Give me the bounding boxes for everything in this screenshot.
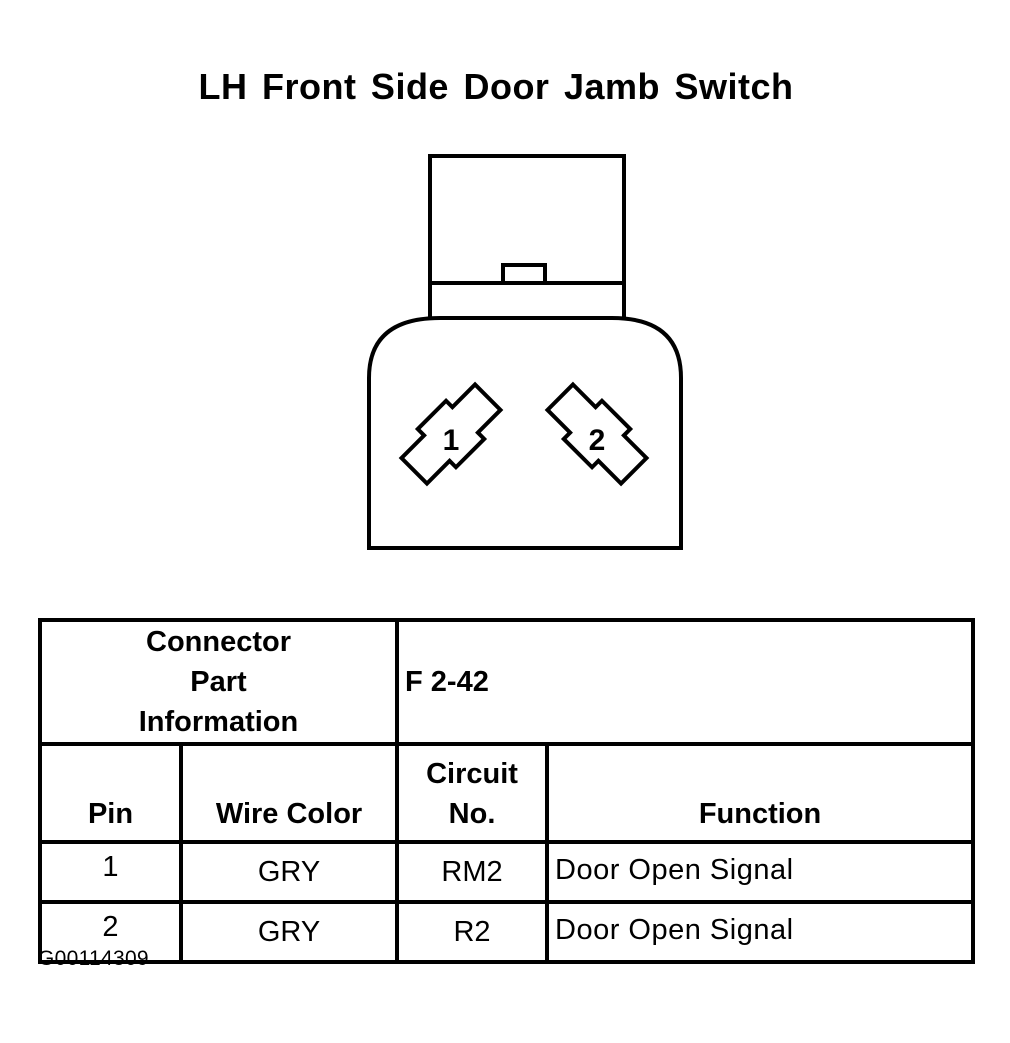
pin-cavity-1 [398, 381, 504, 487]
function-cell: Door Open Signal [545, 900, 976, 964]
pin-cell: 1 [38, 840, 183, 904]
connector-info-table: Connector Part Information F 2-42 Pin Wi… [37, 618, 976, 964]
pin-cell: 2 [38, 900, 183, 964]
pin-cavity-1-label: 1 [443, 424, 460, 457]
wire-color-cell: GRY [178, 840, 400, 904]
circuit-cell: R2 [395, 900, 550, 964]
column-header-circuit-no: Circuit No. [395, 742, 550, 844]
connector-latch [428, 154, 626, 320]
connector-drawing: 1 2 [367, 154, 683, 550]
part-info-label: Connector Part Information [37, 618, 400, 746]
column-header-function: Function [545, 742, 976, 844]
column-header-wire-color: Wire Color [178, 742, 400, 844]
column-header-pin: Pin [38, 742, 183, 844]
table-row: 1 GRY RM2 Door Open Signal [38, 840, 976, 904]
column-header-row: Pin Wire Color Circuit No. Function [38, 742, 976, 844]
table-row: 2 GRY R2 Door Open Signal [38, 900, 976, 964]
figure-id: G00114309 [38, 947, 149, 970]
pin-cavity-2-label: 2 [589, 424, 606, 457]
wire-color-cell: GRY [178, 900, 400, 964]
connector-body [367, 316, 683, 550]
part-info-row: Connector Part Information F 2-42 [37, 618, 976, 746]
pin-cavity-2 [544, 381, 650, 487]
function-cell: Door Open Signal [545, 840, 976, 904]
part-info-value: F 2-42 [395, 618, 976, 746]
diagram-title: LH Front Side Door Jamb Switch [198, 66, 794, 107]
circuit-cell: RM2 [395, 840, 550, 904]
